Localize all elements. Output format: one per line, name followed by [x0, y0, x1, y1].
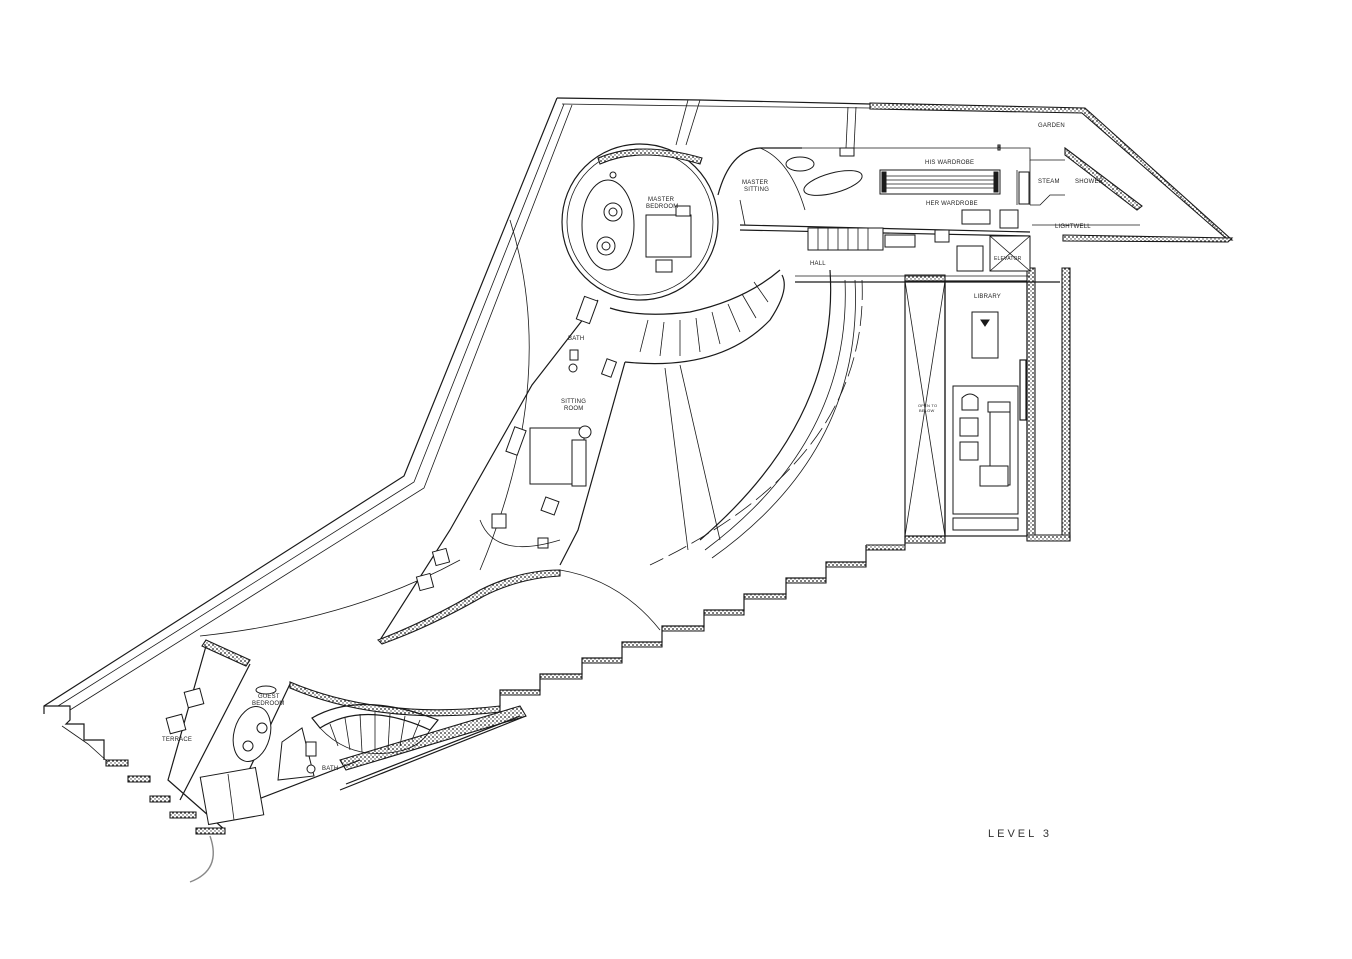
curved-stair — [609, 269, 863, 566]
open-to-below — [904, 280, 946, 537]
label-bath-lower: BATH — [322, 766, 338, 772]
label-garden: GARDEN — [1038, 123, 1065, 129]
upper-bath — [568, 295, 618, 378]
hall — [795, 227, 1060, 283]
label-terrace: TERRACE — [162, 737, 192, 743]
label-master-bedroom-2: BEDROOM — [646, 204, 678, 210]
garden-walls — [869, 102, 1234, 544]
label-master-bedroom-1: MASTER — [648, 197, 675, 203]
guest-wing — [44, 639, 527, 883]
label-sitting-room-1: SITTING — [561, 399, 586, 405]
stepped-wall — [499, 535, 1027, 706]
courtyard-arcs — [199, 219, 721, 637]
site-boundary — [43, 97, 871, 714]
master-bedroom — [561, 143, 719, 301]
room-labels: GARDEN HIS WARDROBE HER WARDROBE STEAM S… — [162, 123, 1104, 772]
label-shower: SHOWER — [1075, 179, 1104, 185]
garden-outline — [802, 147, 1140, 226]
label-steam: STEAM — [1038, 179, 1060, 185]
sitting-room — [377, 299, 626, 645]
label-open-to-below-1: OPEN TO — [918, 403, 937, 408]
label-his-wardrobe: HIS WARDROBE — [925, 160, 974, 166]
master-sitting — [717, 147, 1031, 237]
label-open-to-below-2: BELOW — [919, 408, 934, 413]
wardrobes — [879, 169, 1031, 272]
label-elevator: ELEVATOR — [994, 256, 1022, 262]
library — [944, 280, 1028, 537]
label-bath-upper: BATH — [568, 336, 584, 342]
label-library: LIBRARY — [974, 294, 1001, 300]
label-her-wardrobe: HER WARDROBE — [926, 201, 978, 207]
label-hall: HALL — [810, 261, 826, 267]
label-lightwell: LIGHTWELL — [1055, 224, 1091, 230]
label-sitting-room-2: ROOM — [564, 406, 583, 412]
label-master-sitting-1: MASTER — [742, 180, 769, 186]
level-label: LEVEL 3 — [988, 828, 1052, 840]
label-guest-bedroom-1: GUEST — [258, 694, 280, 700]
label-master-sitting-2: SITTING — [744, 187, 769, 193]
label-guest-bedroom-2: BEDROOM — [252, 701, 284, 707]
